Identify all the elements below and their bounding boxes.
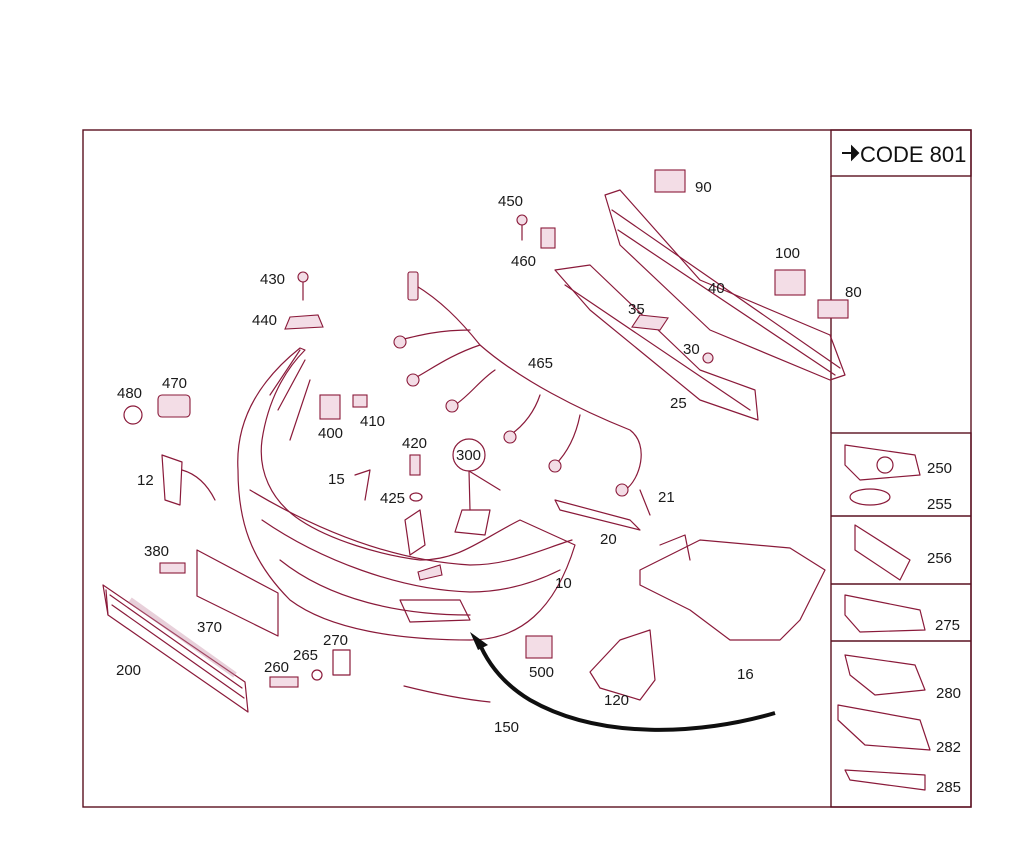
part-label-100: 100 [775,245,800,262]
part-label-465: 465 [528,355,553,372]
part-label-380: 380 [144,543,169,560]
callout-leader [468,470,501,511]
part-label-460: 460 [511,253,536,270]
part-label-10: 10 [555,575,572,592]
part-label-120: 120 [604,692,629,709]
part-label-260: 260 [264,659,289,676]
inner-liner [589,629,656,701]
code-box [830,129,972,177]
variant-shapes [837,444,931,791]
part-label-300: 300 [456,447,481,464]
part-label-470: 470 [162,375,187,392]
mount-bracket [161,454,183,506]
part-label-12: 12 [137,472,154,489]
part-label-35: 35 [628,301,645,318]
bumper-reinforcement [554,189,846,421]
part-label-21: 21 [658,489,675,506]
wiring-harness [393,271,642,497]
code-label: CODE 801 [860,142,966,167]
lower-grille [102,584,249,713]
part-label-282: 282 [936,739,961,756]
arrow-icon [842,144,860,162]
part-label-40: 40 [708,280,725,297]
part-label-265: 265 [293,647,318,664]
sensor-bracket [454,509,491,536]
part-label-15: 15 [328,471,345,488]
bumper-cover [237,347,576,641]
part-label-25: 25 [670,395,687,412]
fasteners [123,169,849,688]
part-label-450: 450 [498,193,523,210]
part-label-255: 255 [927,496,952,513]
license-plate-mount [196,549,279,637]
part-label-256: 256 [927,550,952,567]
part-label-200: 200 [116,662,141,679]
part-label-410: 410 [360,413,385,430]
part-label-420: 420 [402,435,427,452]
side-bracket-arm [659,534,691,561]
molding-strip [403,685,491,703]
variant-panel [830,432,972,808]
part-label-440: 440 [252,312,277,329]
part-label-80: 80 [845,284,862,301]
part-label-430: 430 [260,271,285,288]
part-label-30: 30 [683,341,700,358]
part-label-16: 16 [737,666,754,683]
trim-strip [554,499,641,531]
part-label-400: 400 [318,425,343,442]
part-label-285: 285 [936,779,961,796]
part-label-90: 90 [695,179,712,196]
side-bracket [639,539,826,641]
part-label-280: 280 [936,685,961,702]
part-label-370: 370 [197,619,222,636]
part-label-270: 270 [323,632,348,649]
part-label-20: 20 [600,531,617,548]
part-label-425: 425 [380,490,405,507]
callout-arrowhead [470,632,488,650]
part-label-150: 150 [494,719,519,736]
part-label-275: 275 [935,617,960,634]
part-label-480: 480 [117,385,142,402]
mount-bracket-wire [181,469,216,501]
callout-arrow [476,639,776,732]
part-label-500: 500 [529,664,554,681]
part-label-250: 250 [927,460,952,477]
